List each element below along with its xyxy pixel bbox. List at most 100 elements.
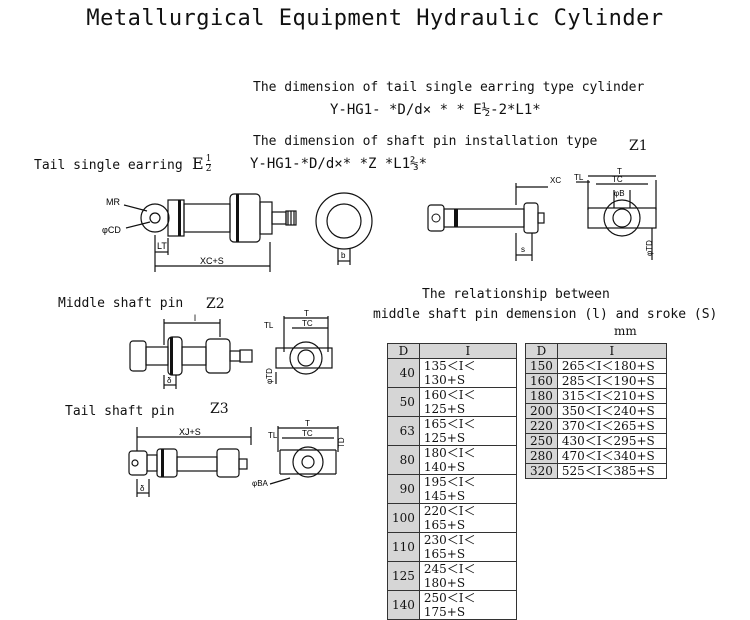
table-cell-i: 315＜I＜210+S — [556, 388, 667, 404]
t-dim-label-z1: T — [617, 167, 622, 176]
earring-code-letter: E — [192, 154, 204, 173]
table-cell-d: 50 — [387, 387, 420, 417]
table-cell-i: 180＜I＜140+S — [418, 445, 517, 475]
shaft-pin-dim-title: The dimension of shaft pin installation … — [253, 134, 598, 149]
end-view-outer — [315, 192, 373, 250]
shaft-pin-formula: Y-HG1-*D/d×* *Z *L1⅔* — [250, 156, 428, 172]
piston-rod — [271, 211, 287, 225]
trunnion-body — [587, 207, 657, 229]
table-cell-i: 165＜I＜125+S — [418, 416, 517, 446]
table-right-header: D I — [525, 343, 667, 359]
table-right-header-i: I — [556, 343, 667, 359]
tc-dim-label-z3: TC — [302, 429, 313, 438]
earring-end-view: b — [315, 192, 373, 265]
table-cell-d: 140 — [387, 590, 420, 620]
end-view-inner — [326, 203, 362, 239]
table-cell-i: 350＜I＜240+S — [556, 403, 667, 419]
table-cell-d: 110 — [387, 532, 420, 562]
tail-single-earring-label: Tail single earring — [34, 158, 183, 173]
table-cell-d: 100 — [387, 503, 420, 533]
earring-pin-hole — [149, 212, 161, 224]
page-title: Metallurgical Equipment Hydraulic Cylind… — [86, 6, 664, 31]
table-cell-i: 250＜I＜175+S — [418, 590, 517, 620]
table-cell-i: 370＜I＜265+S — [556, 418, 667, 434]
table-cell-i: 430＜I＜295+S — [556, 433, 667, 449]
middle-shaft-pin-drawing: l δ — [129, 313, 253, 389]
table-cell-d: 160 — [525, 373, 558, 389]
phi-ba-dim-label: φBA — [252, 479, 269, 488]
table-cell-d: 220 — [525, 418, 558, 434]
table-cell-i: 245＜I＜180+S — [418, 561, 517, 591]
z3-end-view: T TC TL φBA TD — [252, 419, 346, 488]
table-cell-d: 80 — [387, 445, 420, 475]
z1-end-view: T TC TL φB φTD — [574, 167, 657, 260]
table-cell-i: 265＜I＜180+S — [556, 358, 667, 374]
gland — [259, 201, 273, 235]
delta-dim-label-z3: δ — [140, 484, 145, 493]
rear-head — [427, 204, 445, 232]
earring-frac-bottom: 2 — [205, 164, 212, 174]
table-cell-d: 40 — [387, 358, 420, 388]
middle-shaft-pin-label: Middle shaft pin — [58, 296, 184, 311]
earring-frac-top: 1 — [205, 154, 212, 165]
lt-dim-label: LT — [157, 241, 167, 251]
b-dim-label: b — [341, 251, 346, 260]
rear-cap — [167, 199, 185, 237]
phi-b-dim-label: φB — [614, 189, 625, 198]
t-dim-label-z2: T — [304, 309, 309, 318]
tail-shaft-pin-drawing: XJ+S δ — [128, 427, 252, 497]
table-cell-i: 195＜I＜145+S — [418, 474, 517, 504]
table-cell-d: 90 — [387, 474, 420, 504]
table-cell-d: 63 — [387, 416, 420, 446]
table-cell-d: 180 — [525, 388, 558, 404]
xc-dim-label: XC — [550, 176, 561, 185]
t-dim-label-z3: T — [305, 419, 310, 428]
phi-td-dim-label-z1: φTD — [645, 240, 654, 256]
tail-earring-formula: Y-HG1- *D/d× * * E½-2*L1* — [330, 102, 541, 118]
xj-s-dim-label: XJ+S — [179, 427, 201, 437]
l-dim-label: l — [194, 313, 196, 323]
front-head — [229, 193, 261, 243]
s-dim-label-z1: s — [521, 245, 525, 254]
tl-dim-label-z3: TL — [268, 431, 278, 440]
z1-label: Z1 — [629, 138, 648, 154]
earring-eye — [140, 203, 170, 233]
middle-shaft-pin-code: Z2 — [206, 296, 225, 312]
table-cell-d: 250 — [525, 433, 558, 449]
barrel — [183, 203, 231, 233]
xc-s-dim-label: XC+S — [200, 256, 224, 266]
table-cell-i: 220＜I＜165+S — [418, 503, 517, 533]
tc-dim-label-z2: TC — [302, 319, 313, 328]
tl-dim-label-z2: TL — [264, 321, 274, 330]
relationship-line2: middle shaft pin demension (l) and sroke… — [373, 307, 718, 322]
table-cell-d: 280 — [525, 448, 558, 464]
delta-dim-label-z2: δ — [167, 376, 172, 385]
tc-dim-label-z1: TC — [612, 175, 623, 184]
tail-earring-dim-title: The dimension of tail single earring typ… — [253, 80, 645, 95]
z2-end-view: T TC TL φTD — [264, 309, 333, 384]
table-cell-i: 135＜I＜130+S — [418, 358, 517, 388]
table-right-header-d: D — [525, 343, 558, 359]
shaft-pin-cylinder-drawing: XC s — [427, 176, 561, 261]
table-cell-d: 200 — [525, 403, 558, 419]
table-cell-i: 285＜I＜190+S — [556, 373, 667, 389]
